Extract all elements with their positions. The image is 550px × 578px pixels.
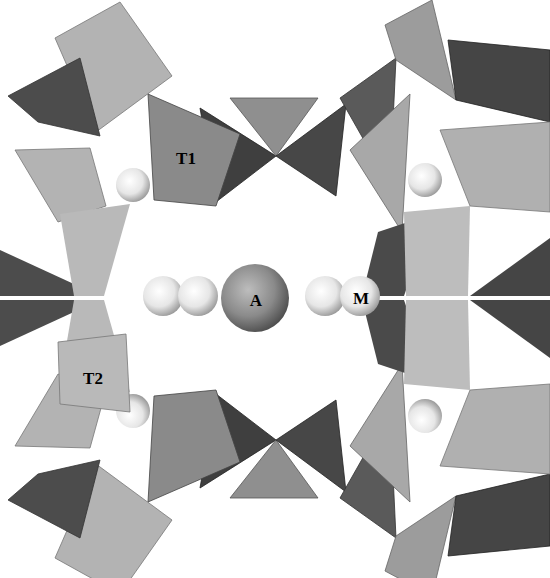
site-label: M (353, 290, 369, 307)
site-label: A (250, 292, 262, 309)
site-label: T1 (176, 150, 196, 167)
site-label: T2 (83, 370, 103, 387)
